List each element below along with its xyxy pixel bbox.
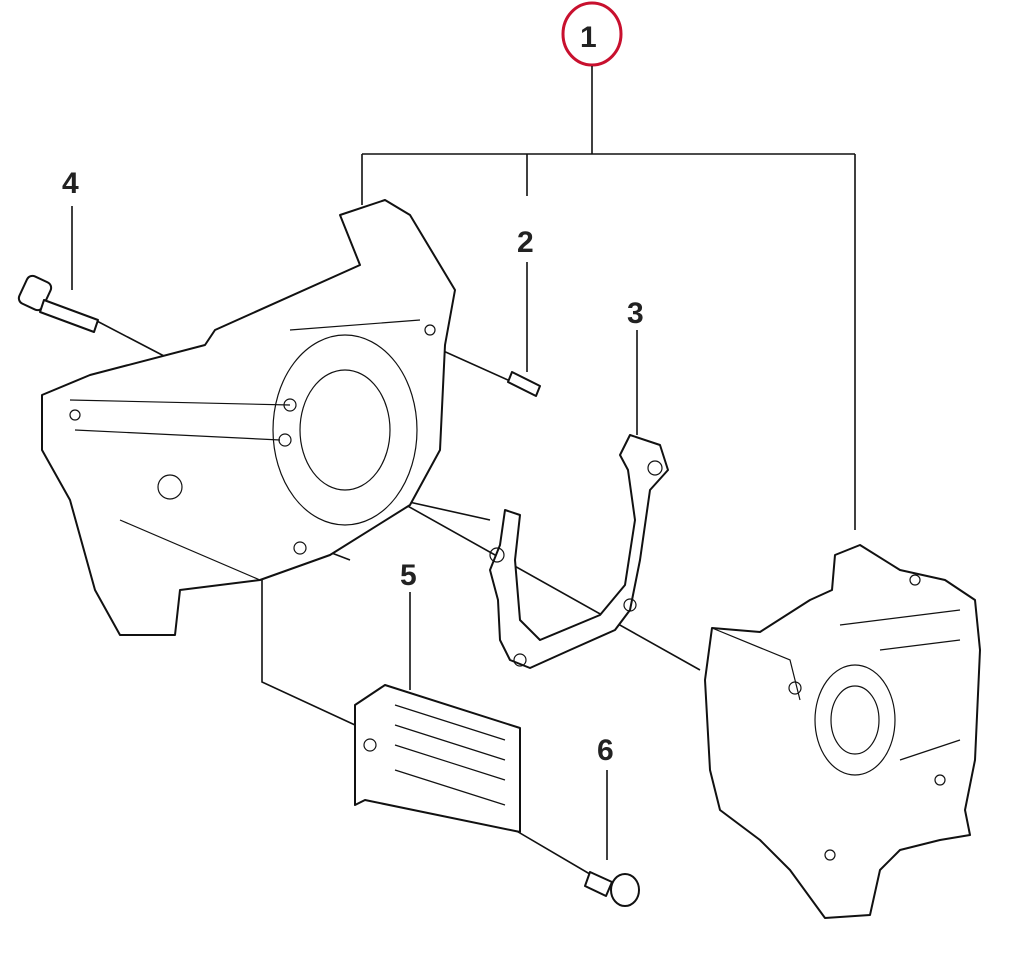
crankcase-right-half[interactable]	[704, 544, 981, 919]
part-3-gasket[interactable]	[489, 434, 669, 669]
callout-2[interactable]: 2	[517, 226, 534, 259]
part-6-screw[interactable]	[584, 871, 640, 907]
part-4-bolt[interactable]	[17, 274, 99, 333]
part-5-heat-shield[interactable]	[354, 684, 521, 833]
callout-6[interactable]: 6	[597, 734, 614, 767]
callout-1[interactable]: 1	[580, 21, 597, 54]
callout-4[interactable]: 4	[62, 167, 79, 200]
callout-3[interactable]: 3	[627, 297, 644, 330]
part-2-pin[interactable]	[507, 371, 541, 397]
callout-1-circle	[561, 1, 623, 67]
crankcase-left-half[interactable]	[41, 199, 456, 636]
callout-5[interactable]: 5	[400, 559, 417, 592]
